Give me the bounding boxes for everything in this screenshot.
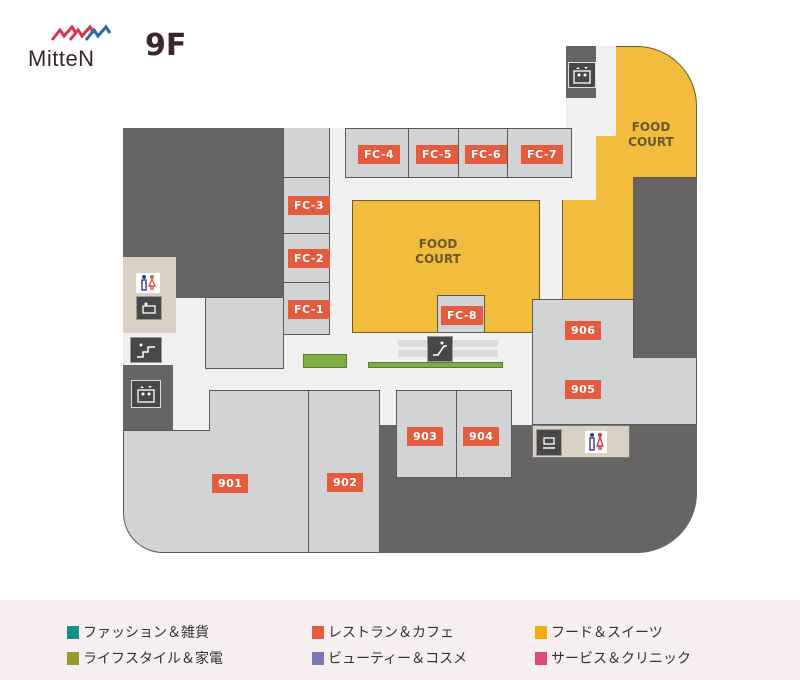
elevator-icon[interactable] — [131, 380, 161, 408]
legend-item: ファッション＆雑貨 — [67, 622, 209, 642]
shop-903[interactable]: 903 — [396, 390, 457, 478]
shop-902[interactable]: 902 — [308, 390, 380, 553]
logo-wave-icon — [50, 24, 112, 41]
legend-item: レストラン＆カフェ — [312, 622, 454, 642]
food-court-east — [562, 200, 633, 300]
legend-swatch — [535, 651, 547, 665]
legend-label: レストラン＆カフェ — [328, 625, 454, 641]
shop-901[interactable]: 901 — [123, 430, 309, 553]
legend-label: ライフスタイル＆家電 — [83, 651, 223, 667]
restricted-area — [633, 176, 697, 361]
category-legend: ファッション＆雑貨 レストラン＆カフェ フード＆スイーツ ライフスタイル＆家電 … — [0, 600, 800, 680]
shop-fc5[interactable]: FC-5 — [408, 128, 459, 178]
shop-fc3[interactable]: FC-3 — [283, 177, 331, 234]
restroom-icon[interactable] — [585, 431, 607, 453]
legend-swatch — [312, 651, 324, 665]
shop-fc8[interactable]: FC-8 — [437, 295, 485, 333]
legend-item: サービス＆クリニック — [535, 648, 691, 668]
bench — [368, 362, 503, 368]
floor-map: FOOD COURT FOOD COURT FC-4 FC-5 FC-6 FC-… — [123, 46, 697, 553]
legend-swatch — [67, 625, 79, 639]
mitten-logo: MitteN — [28, 24, 128, 72]
shop-fc2[interactable]: FC-2 — [283, 233, 331, 283]
legend-label: ファッション＆雑貨 — [83, 625, 209, 641]
smoking-room-icon[interactable] — [536, 429, 562, 456]
shop-906[interactable]: 906 — [532, 299, 634, 359]
legend-swatch — [535, 625, 547, 639]
nursing-room-icon[interactable] — [136, 296, 162, 320]
brand-name: MitteN — [28, 46, 95, 71]
shop-904[interactable]: 904 — [456, 390, 512, 478]
bench — [303, 354, 347, 368]
shop-unlabeled[interactable] — [205, 297, 284, 369]
food-court-east — [596, 136, 633, 200]
restroom-area — [123, 257, 176, 333]
legend-item: フード＆スイーツ — [535, 622, 663, 642]
shop-fc1[interactable]: FC-1 — [283, 282, 331, 335]
legend-swatch — [312, 625, 324, 639]
shop-fc7[interactable]: FC-7 — [507, 128, 572, 178]
legend-item: ビューティー＆コスメ — [312, 648, 467, 668]
escalator-icon[interactable] — [427, 336, 453, 362]
elevator-icon[interactable] — [568, 62, 596, 88]
food-court-label: COURT — [415, 252, 461, 266]
shop-corner — [283, 128, 330, 178]
food-court-label: FOOD — [418, 237, 458, 251]
food-court-label: COURT — [628, 135, 674, 149]
legend-swatch — [67, 651, 79, 665]
stairs-icon[interactable] — [130, 337, 162, 363]
legend-label: フード＆スイーツ — [551, 625, 663, 641]
shop-fc4[interactable]: FC-4 — [345, 128, 409, 178]
legend-label: ビューティー＆コスメ — [328, 651, 468, 667]
legend-label: サービス＆クリニック — [551, 651, 691, 667]
floor-label: 9F — [145, 28, 187, 63]
legend-item: ライフスタイル＆家電 — [67, 648, 223, 668]
restroom-icon[interactable] — [136, 273, 160, 293]
shop-901 — [209, 390, 309, 431]
shop-fc6[interactable]: FC-6 — [458, 128, 508, 178]
food-court-label: FOOD — [631, 120, 671, 134]
shop-905[interactable]: 905 — [532, 358, 697, 425]
